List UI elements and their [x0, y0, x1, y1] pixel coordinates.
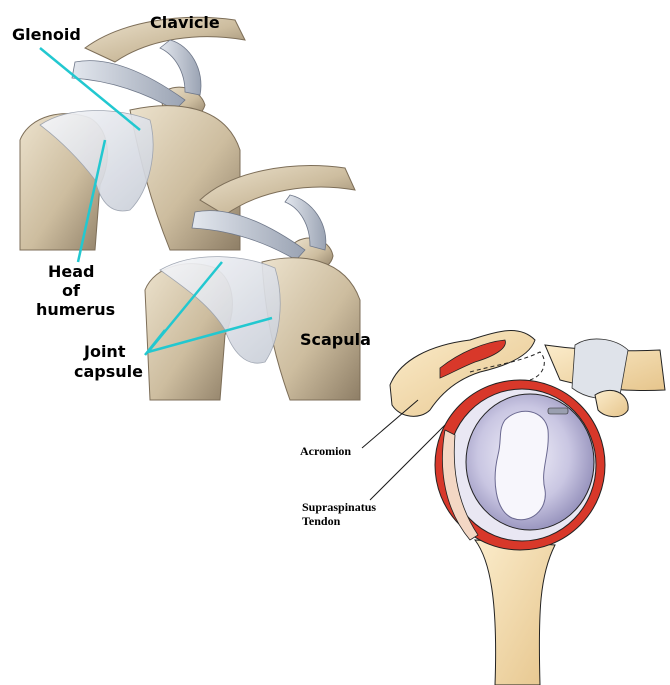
label-scapula: Scapula: [300, 330, 371, 349]
label-clavicle: Clavicle: [150, 13, 220, 32]
label-head-of-humerus-2: of: [62, 281, 81, 300]
label-head-of-humerus-1: Head: [48, 262, 95, 281]
sketch-humerus-shaft: [475, 540, 555, 685]
rear-ligament-band: [72, 61, 185, 110]
sketch-coracoid: [595, 390, 628, 416]
label-supraspinatus-1: Supraspinatus: [302, 500, 376, 514]
label-joint-capsule-1: Joint: [83, 342, 126, 361]
label-head-of-humerus-3: humerus: [36, 300, 115, 319]
label-joint-capsule-2: capsule: [74, 362, 143, 381]
lateral-shoulder-sketch: [390, 331, 665, 685]
sketch-biceps-patch: [548, 408, 568, 414]
sketch-glenoid-cavity: [495, 411, 548, 519]
label-acromion: Acromion: [300, 444, 351, 458]
leader-acromion: [362, 400, 418, 448]
label-supraspinatus-2: Tendon: [302, 514, 341, 528]
label-glenoid: Glenoid: [12, 25, 81, 44]
sketch-ligament: [572, 339, 628, 399]
leader-supraspinatus: [370, 425, 445, 500]
